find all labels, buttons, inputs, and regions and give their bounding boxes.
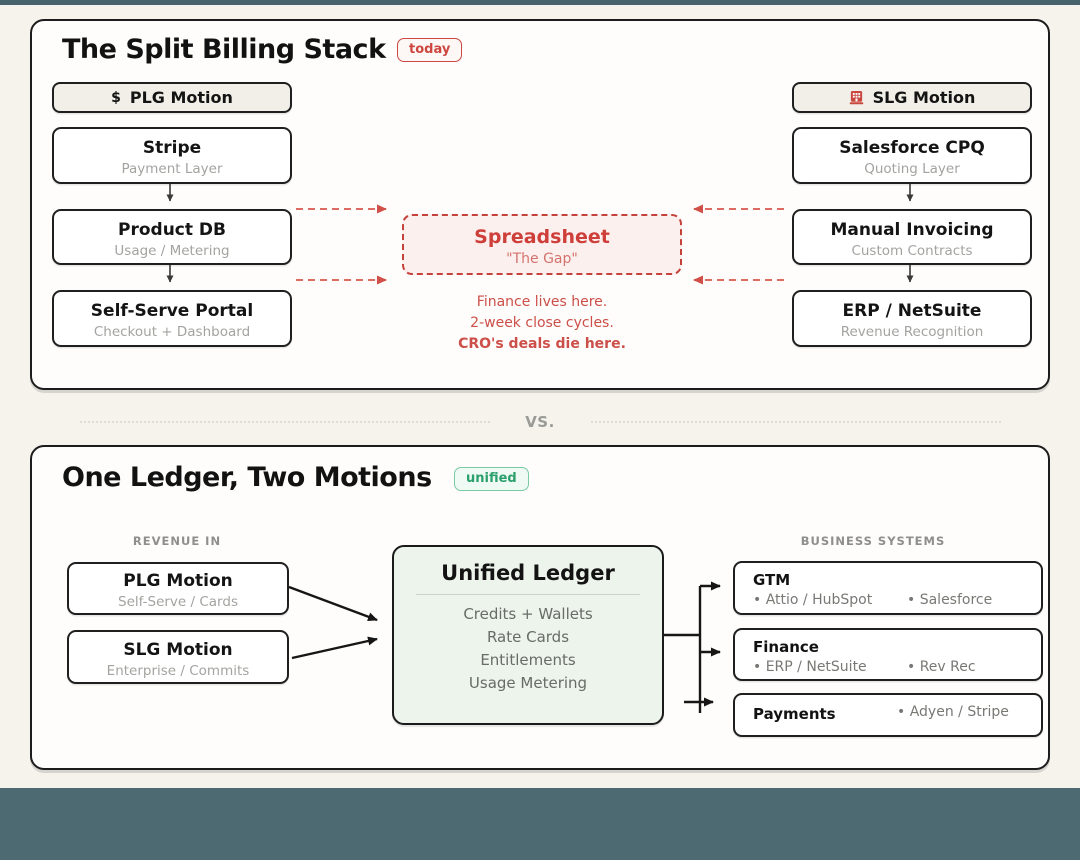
box-title: Self-Serve Portal	[90, 301, 254, 321]
ledger-item: Credits + Wallets	[463, 605, 593, 623]
system-item: • Rev Rec	[907, 659, 976, 675]
system-title: Payments	[753, 705, 836, 723]
box-title: Stripe	[142, 138, 202, 158]
box-subtitle: Payment Layer	[121, 161, 223, 177]
slg-header-label: SLG Motion	[872, 88, 976, 107]
bottom-accent-bar	[0, 788, 1080, 860]
bank-icon	[849, 90, 864, 105]
top-accent-bar	[0, 0, 1080, 5]
box-subtitle: Self-Serve / Cards	[118, 594, 238, 610]
self-serve-portal-box: Self-Serve Portal Checkout + Dashboard	[52, 290, 292, 347]
vs-divider: vs.	[0, 412, 1080, 432]
gap-notes: Finance lives here. 2-week close cycles.…	[342, 292, 742, 355]
salesforce-cpq-box: Salesforce CPQ Quoting Layer	[792, 127, 1032, 184]
gap-title: Spreadsheet	[474, 226, 610, 248]
gap-note: 2-week close cycles.	[470, 315, 614, 331]
spreadsheet-gap-box: Spreadsheet "The Gap"	[402, 214, 682, 275]
divider-line-right	[591, 421, 1001, 423]
box-subtitle: Revenue Recognition	[840, 324, 984, 340]
plg-motion-input-box: PLG Motion Self-Serve / Cards	[67, 562, 289, 615]
ledger-title: Unified Ledger	[441, 561, 615, 585]
panel-title: One Ledger, Two Motions	[62, 462, 432, 493]
box-title: PLG Motion	[123, 571, 233, 591]
box-title: ERP / NetSuite	[842, 301, 982, 321]
unified-badge: unified	[454, 467, 529, 491]
box-subtitle: Checkout + Dashboard	[93, 324, 251, 340]
plg-header-label: PLG Motion	[129, 88, 233, 107]
erp-netsuite-box: ERP / NetSuite Revenue Recognition	[792, 290, 1032, 347]
system-title: Finance	[753, 638, 819, 656]
box-title: Product DB	[118, 220, 226, 240]
ledger-item: Usage Metering	[468, 674, 588, 692]
vs-label: vs.	[525, 413, 555, 431]
ledger-divider	[416, 594, 640, 595]
ledger-items: Credits + Wallets Rate Cards Entitlement…	[394, 603, 662, 695]
gap-note: Finance lives here.	[476, 294, 608, 310]
unified-ledger-box: Unified Ledger Credits + Wallets Rate Ca…	[392, 545, 664, 725]
ledger-item: Rate Cards	[486, 628, 570, 646]
today-badge: today	[397, 38, 463, 62]
system-item: • Salesforce	[907, 592, 993, 608]
system-title: GTM	[753, 571, 791, 589]
box-subtitle: Custom Contracts	[851, 243, 973, 259]
divider-line-left	[80, 421, 490, 423]
box-title: SLG Motion	[123, 640, 233, 660]
box-subtitle: Enterprise / Commits	[106, 663, 250, 679]
panel-split-billing-stack: The Split Billing Stack today $ PLG Moti…	[30, 19, 1050, 390]
product-db-box: Product DB Usage / Metering	[52, 209, 292, 265]
plg-motion-header: $ PLG Motion	[52, 82, 292, 113]
box-title: Salesforce CPQ	[839, 138, 985, 158]
box-subtitle: Usage / Metering	[114, 243, 230, 259]
payments-system-box: Payments • Adyen / Stripe	[733, 693, 1043, 737]
box-title: Manual Invoicing	[830, 220, 994, 240]
stripe-box: Stripe Payment Layer	[52, 127, 292, 184]
business-systems-label: BUSINESS SYSTEMS	[800, 534, 946, 548]
gap-subtitle: "The Gap"	[506, 251, 578, 267]
finance-system-box: Finance • ERP / NetSuite • Rev Rec	[733, 628, 1043, 681]
gap-note-emphasis: CRO's deals die here.	[458, 336, 626, 352]
gtm-system-box: GTM • Attio / HubSpot • Salesforce	[733, 561, 1043, 615]
system-item: • Adyen / Stripe	[897, 704, 1009, 720]
dollar-icon: $	[111, 89, 121, 106]
manual-invoicing-box: Manual Invoicing Custom Contracts	[792, 209, 1032, 265]
panel-title: The Split Billing Stack	[62, 34, 386, 65]
box-subtitle: Quoting Layer	[864, 161, 960, 177]
system-item: • ERP / NetSuite	[753, 659, 867, 675]
ledger-item: Entitlements	[480, 651, 576, 669]
system-item: • Attio / HubSpot	[753, 592, 873, 608]
slg-motion-header: SLG Motion	[792, 82, 1032, 113]
slg-motion-input-box: SLG Motion Enterprise / Commits	[67, 630, 289, 684]
revenue-in-label: REVENUE IN	[132, 534, 222, 548]
panel-one-ledger: One Ledger, Two Motions unified REVENUE …	[30, 445, 1050, 770]
